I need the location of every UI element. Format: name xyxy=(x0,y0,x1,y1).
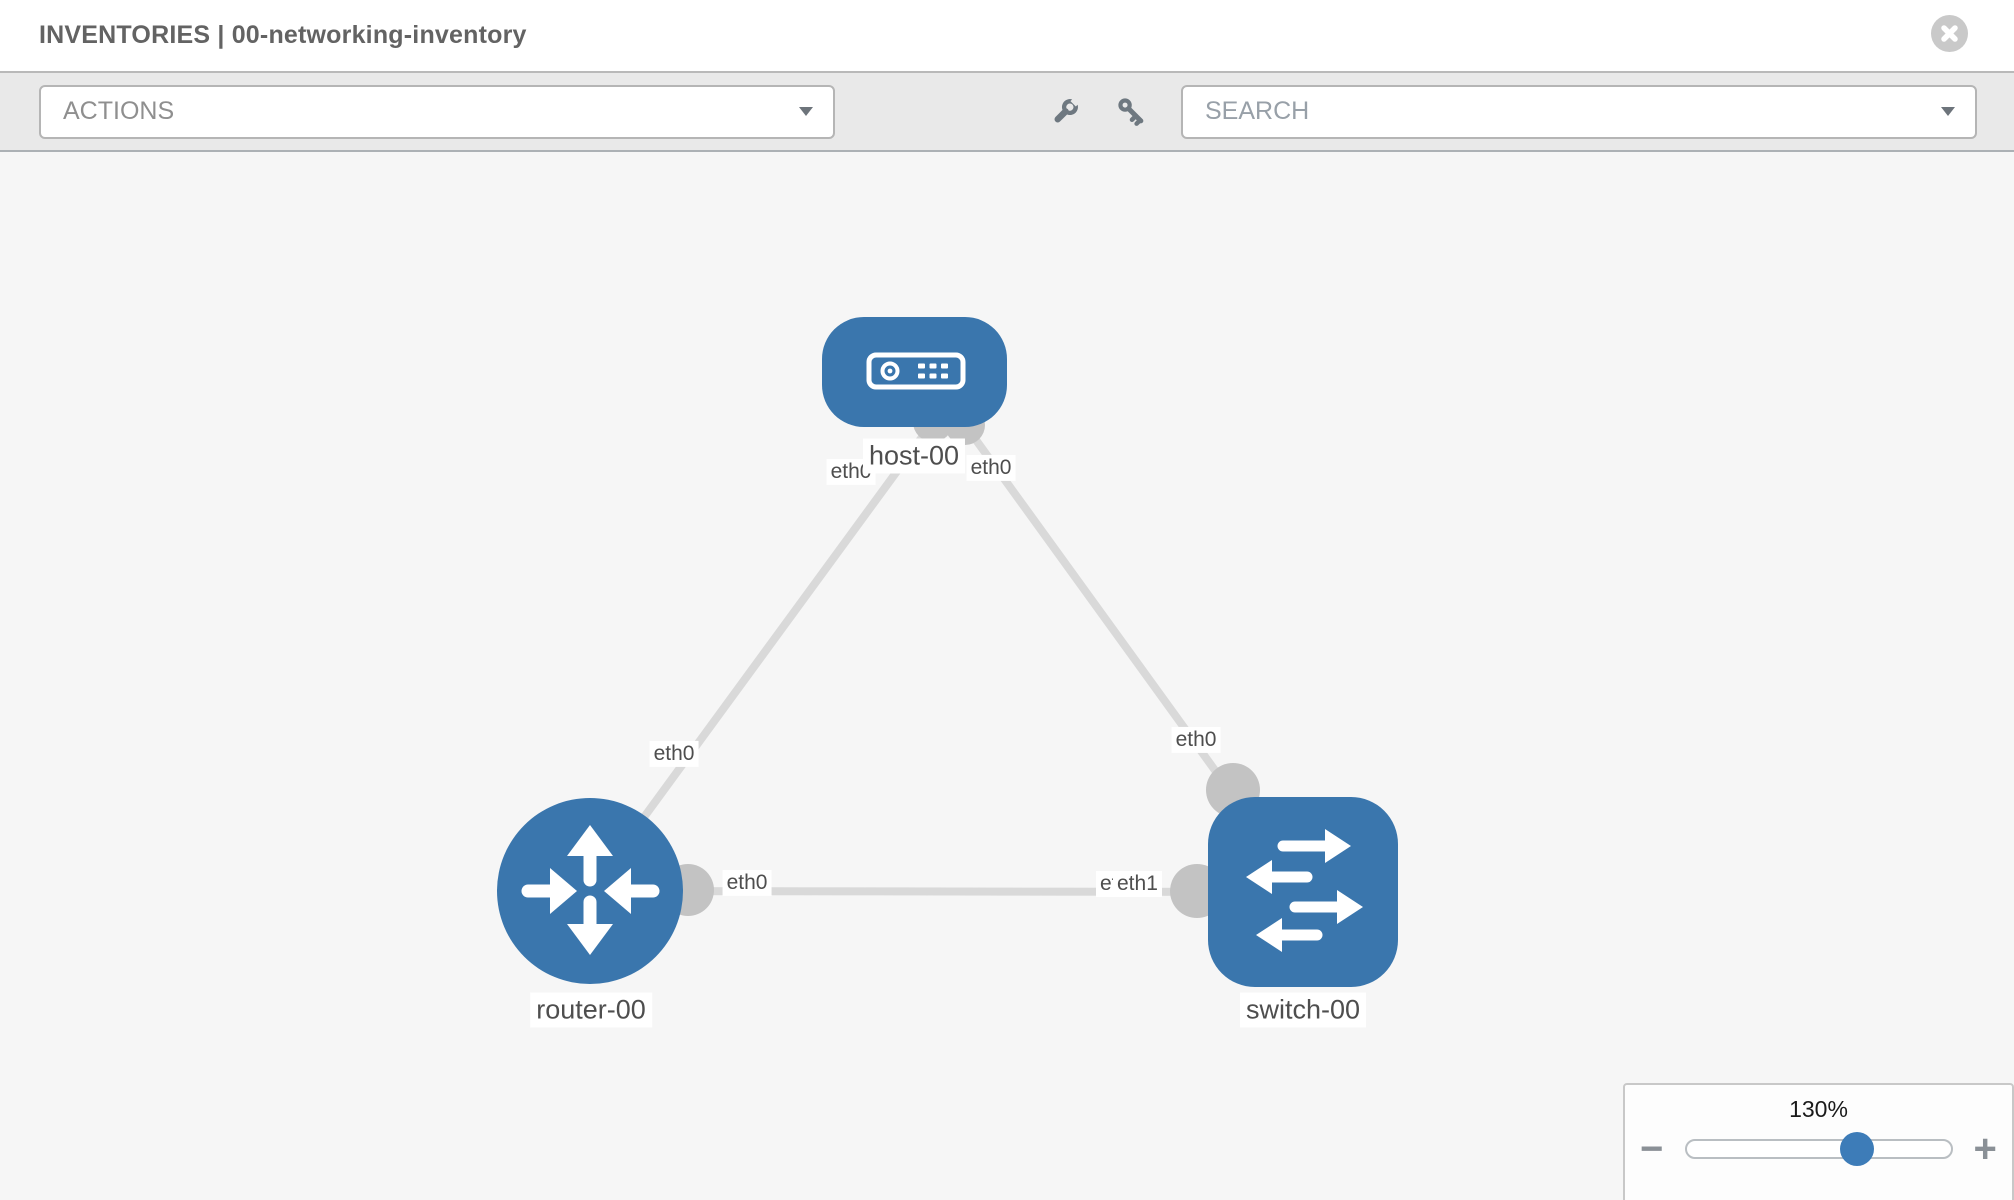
wrench-icon xyxy=(1054,94,1082,122)
node-label-switch: switch-00 xyxy=(1239,992,1367,1028)
zoom-slider[interactable] xyxy=(1684,1132,1953,1166)
link-host-router[interactable] xyxy=(586,419,937,894)
close-icon xyxy=(1941,25,1958,42)
interface-label: eth0 xyxy=(1171,726,1221,754)
toolbar: ACTIONS xyxy=(0,71,2014,152)
interface-label: eth1 xyxy=(1113,871,1162,898)
caret-down-icon xyxy=(799,107,813,116)
credentials-button[interactable] xyxy=(1115,95,1149,129)
toolbar-icon-group xyxy=(1048,94,1149,129)
actions-dropdown[interactable]: ACTIONS xyxy=(39,84,835,139)
caret-down-icon xyxy=(1941,107,1955,116)
search-placeholder: SEARCH xyxy=(1205,97,1310,125)
host-device-icon xyxy=(866,352,966,390)
titlebar: INVENTORIES | 00-networking-inventory xyxy=(0,0,2014,71)
close-button[interactable] xyxy=(1931,15,1968,52)
node-switch[interactable] xyxy=(1208,797,1398,987)
zoom-level-value: 130% xyxy=(1789,1096,1848,1122)
zoom-out-button[interactable]: − xyxy=(1640,1127,1664,1171)
actions-dropdown-label: ACTIONS xyxy=(63,97,175,125)
zoom-in-button[interactable]: + xyxy=(1973,1127,1997,1171)
node-label-router: router-00 xyxy=(530,992,652,1028)
zoom-panel: 130% − + xyxy=(1623,1083,2014,1200)
router-arrows-icon xyxy=(521,825,660,955)
topology-canvas[interactable]: eth0 eth0 eth0 eth0 eth0 eth0 eth1 host-… xyxy=(0,152,2014,1200)
interface-label: eth0 xyxy=(722,869,772,897)
node-label-host: host-00 xyxy=(862,438,966,474)
node-router[interactable] xyxy=(497,798,683,984)
configure-button[interactable] xyxy=(1048,94,1082,129)
page-title: INVENTORIES | 00-networking-inventory xyxy=(39,21,527,49)
key-icon xyxy=(1118,97,1144,126)
switch-arrows-icon xyxy=(1246,829,1363,952)
zoom-slider-handle[interactable] xyxy=(1839,1132,1874,1166)
interface-label: eth0 xyxy=(649,740,699,768)
node-host[interactable] xyxy=(822,317,1007,427)
search-dropdown[interactable]: SEARCH xyxy=(1181,84,1977,139)
interface-label: eth0 xyxy=(966,454,1016,482)
